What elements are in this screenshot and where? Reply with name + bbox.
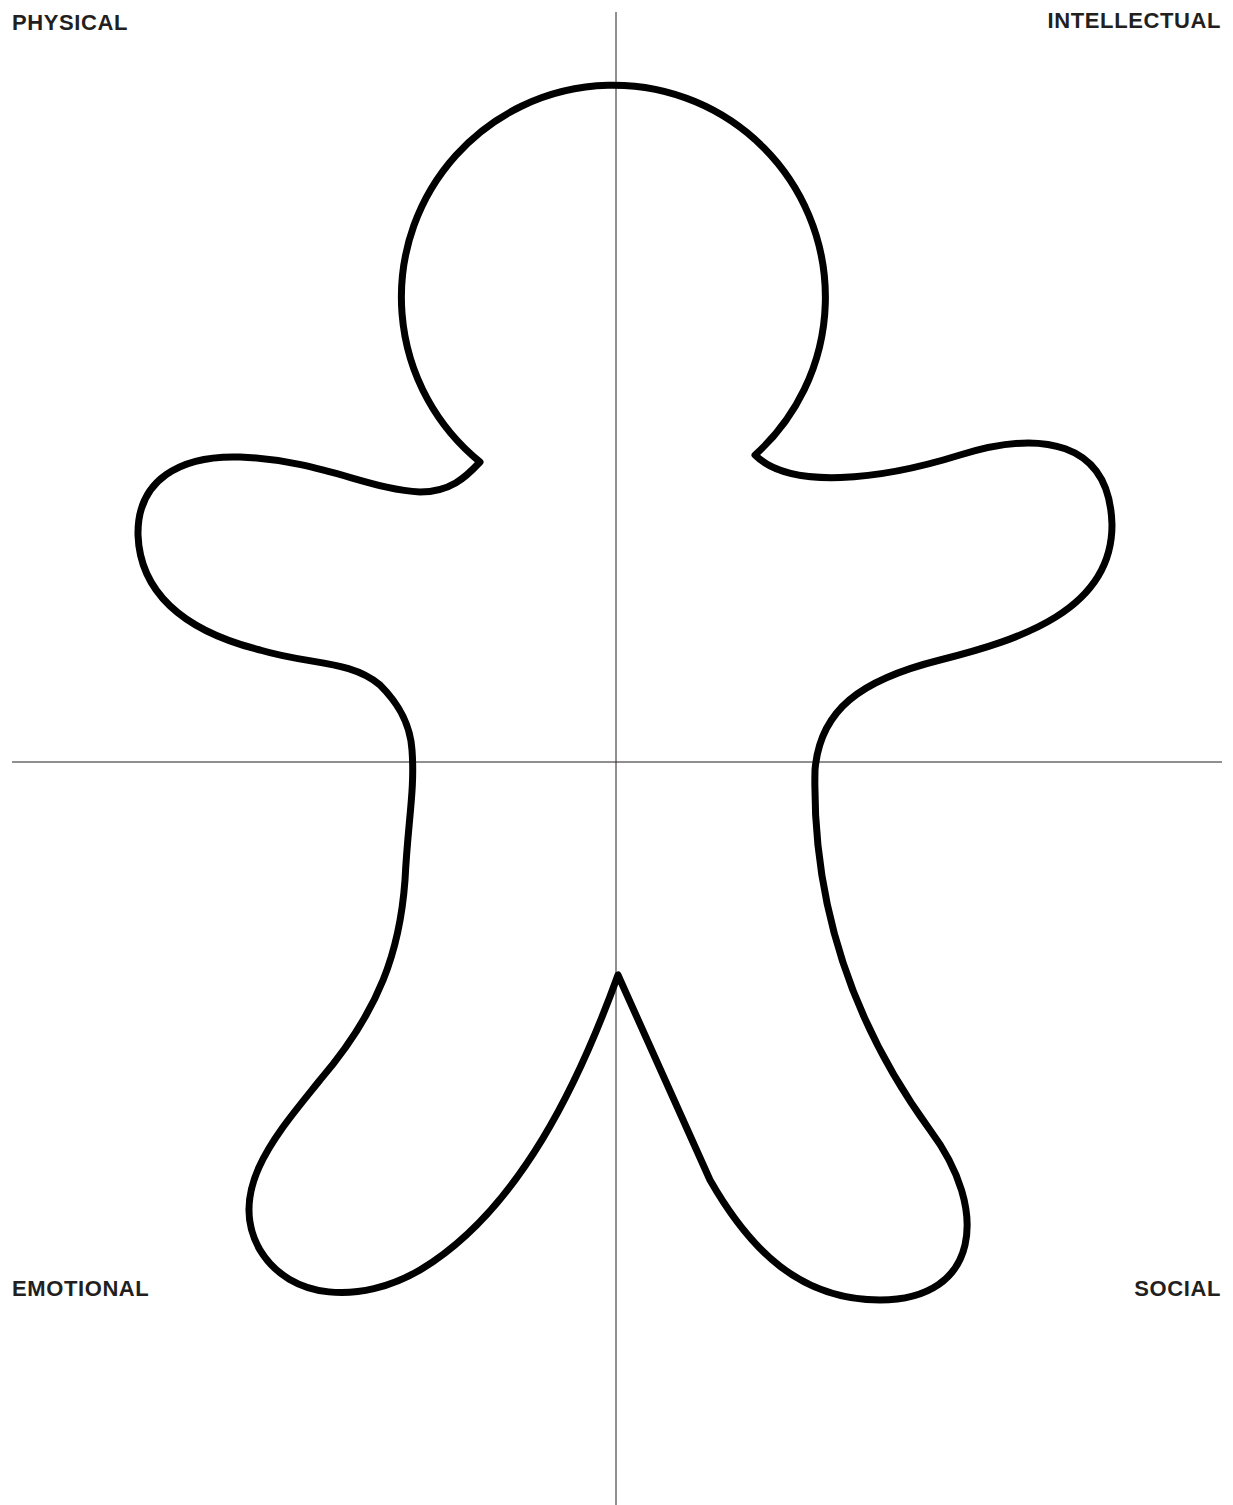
quadrant-label: SOCIAL <box>1134 1278 1221 1300</box>
horizontal-axis <box>12 762 1222 763</box>
figure-outline <box>138 85 1112 1300</box>
quadrant-label: EMOTIONAL <box>12 1278 149 1300</box>
vertical-axis <box>616 12 617 1505</box>
quadrant-label: INTELLECTUAL <box>1048 10 1221 32</box>
quadrant-label: PHYSICAL <box>12 12 128 34</box>
